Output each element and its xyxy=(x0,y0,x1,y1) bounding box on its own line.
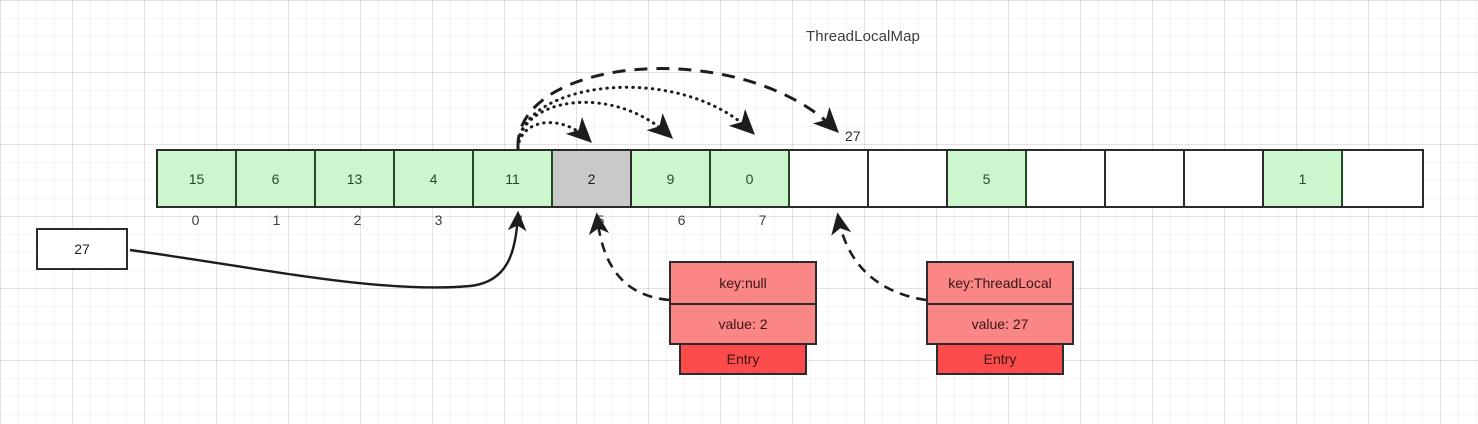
entry-type-label: Entry xyxy=(936,345,1064,375)
array-cell xyxy=(1343,151,1422,206)
probe-arc-to-index7 xyxy=(516,85,756,150)
array-cell: 6 xyxy=(237,151,316,206)
array-cell xyxy=(1106,151,1185,206)
array-cell: 15 xyxy=(158,151,237,206)
array-index-label: 6 xyxy=(677,212,686,228)
array-index-label: 2 xyxy=(353,212,362,228)
array-index-label: 5 xyxy=(596,212,605,228)
probe-arrow-label: 27 xyxy=(845,128,861,144)
array-index-label: 1 xyxy=(272,212,281,228)
entry-key: key:null xyxy=(669,261,817,303)
array-index-label: 4 xyxy=(515,212,524,228)
entry-key: key:ThreadLocal xyxy=(926,261,1074,303)
array-cell xyxy=(790,151,869,206)
probe-arc-to-index8 xyxy=(516,67,839,149)
source-value-box: 27 xyxy=(36,228,128,270)
array-cell: 1 xyxy=(1264,151,1343,206)
array-cell: 2 xyxy=(553,151,632,206)
array-cell: 0 xyxy=(711,151,790,206)
arrow-live-entry-to-index8 xyxy=(831,212,927,302)
entry-value: value: 27 xyxy=(926,303,1074,345)
array-index-label: 7 xyxy=(758,212,767,228)
array-cell xyxy=(869,151,948,206)
array-index-label: 3 xyxy=(434,212,443,228)
array-cell: 9 xyxy=(632,151,711,206)
entry-value: value: 2 xyxy=(669,303,817,345)
probe-arc-to-index5 xyxy=(516,117,593,150)
probe-arc-to-index6 xyxy=(516,100,674,150)
array-cell xyxy=(1027,151,1106,206)
array-cell: 5 xyxy=(948,151,1027,206)
arrow-stale-entry-to-index5 xyxy=(588,212,670,302)
array-index-label: 0 xyxy=(191,212,200,228)
array-cell xyxy=(1185,151,1264,206)
array-cell: 4 xyxy=(395,151,474,206)
entry-card-live: key:ThreadLocal value: 27 Entry xyxy=(926,261,1074,375)
page-title: ThreadLocalMap xyxy=(806,28,920,45)
entry-card-stale: key:null value: 2 Entry xyxy=(669,261,817,375)
entry-type-label: Entry xyxy=(679,345,807,375)
array-cell: 13 xyxy=(316,151,395,206)
array-cell: 11 xyxy=(474,151,553,206)
